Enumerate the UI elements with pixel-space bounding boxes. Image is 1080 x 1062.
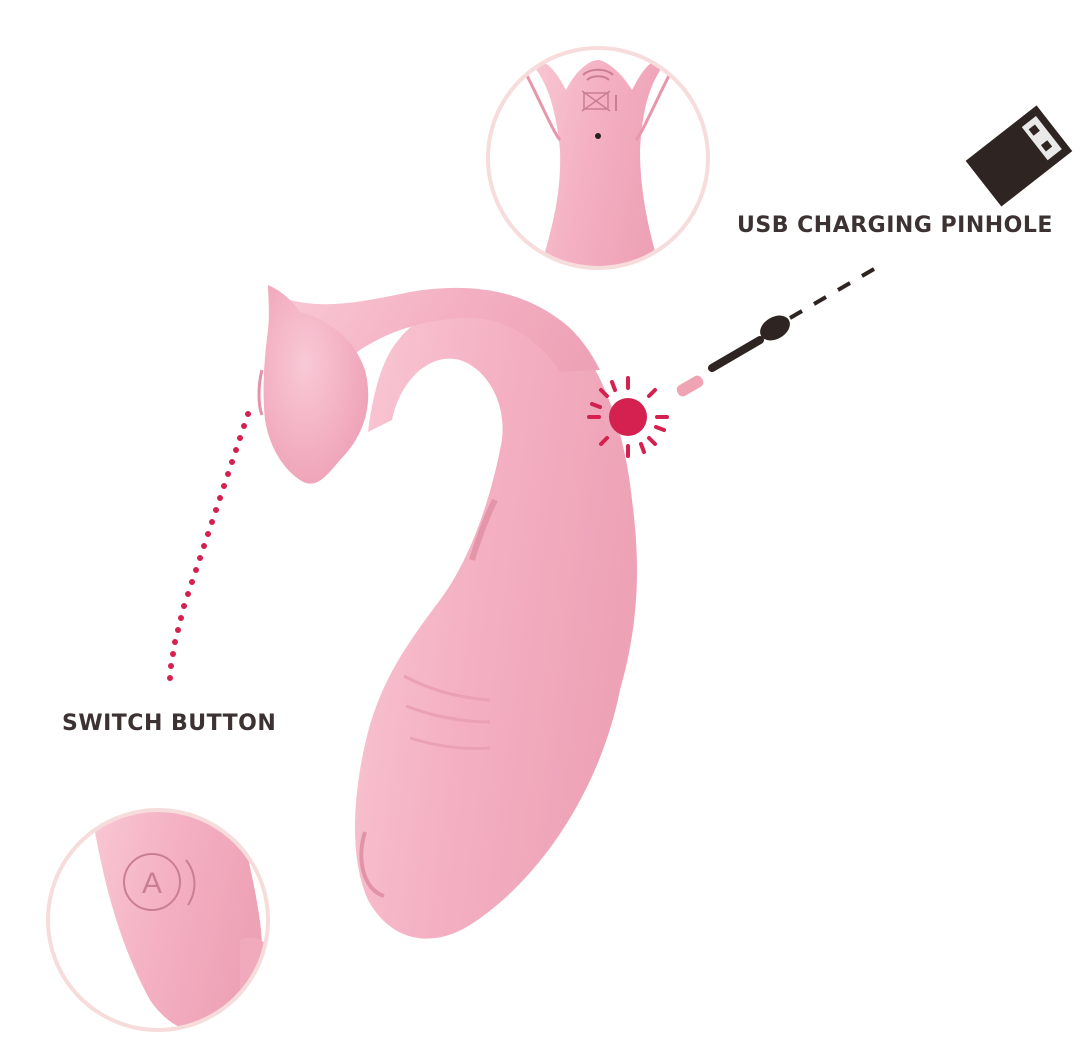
switch-button-label: SWITCH BUTTON <box>62 711 277 736</box>
product-body <box>257 285 637 939</box>
usb-charging-label: USB CHARGING PINHOLE <box>737 213 1053 238</box>
charging-port-closeup <box>486 46 710 270</box>
switch-a-glyph: A <box>142 867 162 900</box>
switch-button-closeup: A <box>46 808 270 1032</box>
charging-port-marker <box>587 376 669 458</box>
usb-plug-icon <box>965 105 1073 207</box>
charging-cable-icon <box>676 267 876 397</box>
switch-pointer-line <box>167 411 251 681</box>
